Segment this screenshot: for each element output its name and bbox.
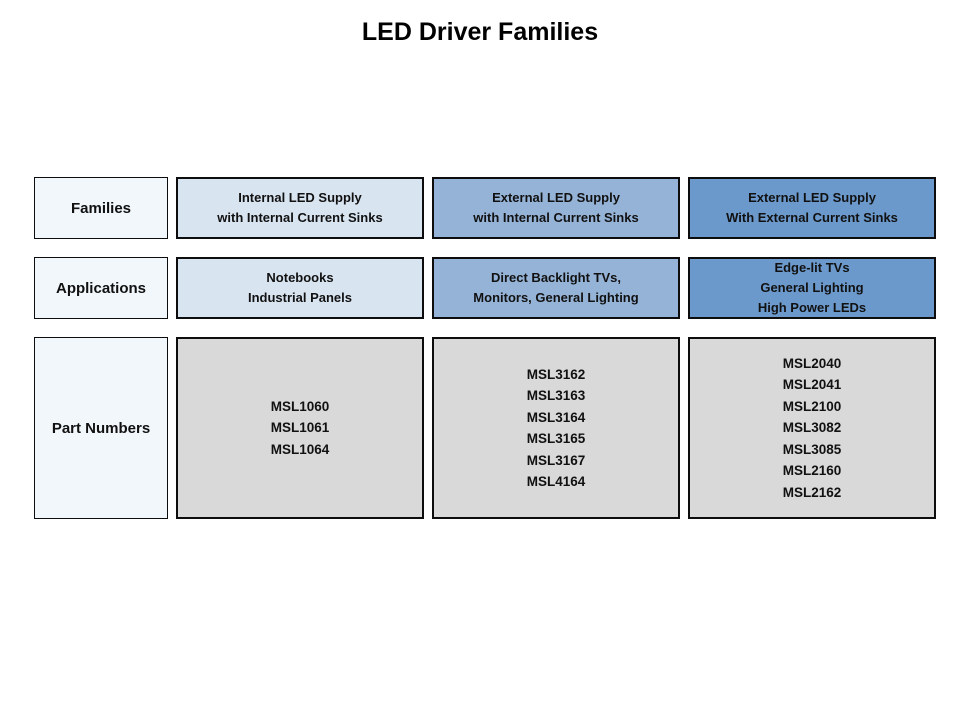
text-line: MSL3162 xyxy=(526,366,586,382)
text-line: Edge-lit TVs xyxy=(774,260,850,275)
text-line: MSL1064 xyxy=(270,441,330,457)
text-line: MSL3165 xyxy=(526,431,586,446)
text-line: Monitors, General Lighting xyxy=(473,290,639,305)
family-cell-external-supply-internal-sinks: External LED Supply with Internal Current… xyxy=(432,177,680,239)
text-line: MSL3163 xyxy=(526,388,586,403)
text-line: MSL3167 xyxy=(526,452,586,468)
text-line: Industrial Panels xyxy=(247,290,353,305)
row-label-applications: Applications xyxy=(34,257,168,319)
text-line: Direct Backlight TVs, xyxy=(490,270,622,285)
text-line: MSL2100 xyxy=(782,398,842,414)
text-line: MSL3085 xyxy=(782,441,842,457)
text-line: Internal LED Supply xyxy=(238,190,362,205)
text-line: Notebooks xyxy=(266,270,334,285)
text-line: MSL1060 xyxy=(270,398,330,414)
text-line: External LED Supply xyxy=(492,190,620,205)
row-label-part-numbers: Part Numbers xyxy=(34,337,168,519)
text-line: With External Current Sinks xyxy=(726,210,898,225)
row-label-text: Families xyxy=(70,199,132,217)
text-line: MSL1061 xyxy=(270,420,330,436)
applications-cell-direct-backlight: Direct Backlight TVs, Monitors, General L… xyxy=(432,257,680,319)
family-cell-internal-supply-internal-sinks: Internal LED Supply with Internal Current… xyxy=(176,177,424,239)
text-line: MSL3082 xyxy=(782,420,842,436)
row-label-text: Applications xyxy=(55,279,146,297)
page-title: LED Driver Families xyxy=(361,18,599,46)
row-label-text: Part Numbers xyxy=(51,419,151,437)
text-line: with Internal Current Sinks xyxy=(473,210,639,225)
text-line: MSL4164 xyxy=(526,474,586,489)
text-line: MSL2040 xyxy=(782,355,842,371)
text-line: MSL2041 xyxy=(782,377,842,393)
text-line: MSL3164 xyxy=(526,409,586,425)
text-line: External LED Supply xyxy=(748,190,876,205)
text-line: High Power LEDs xyxy=(757,300,867,315)
text-line: with Internal Current Sinks xyxy=(217,210,383,225)
text-line: General Lighting xyxy=(760,280,864,295)
text-line: MSL2160 xyxy=(782,463,842,479)
row-label-families: Families xyxy=(34,177,168,239)
text-line: MSL2162 xyxy=(782,484,842,500)
